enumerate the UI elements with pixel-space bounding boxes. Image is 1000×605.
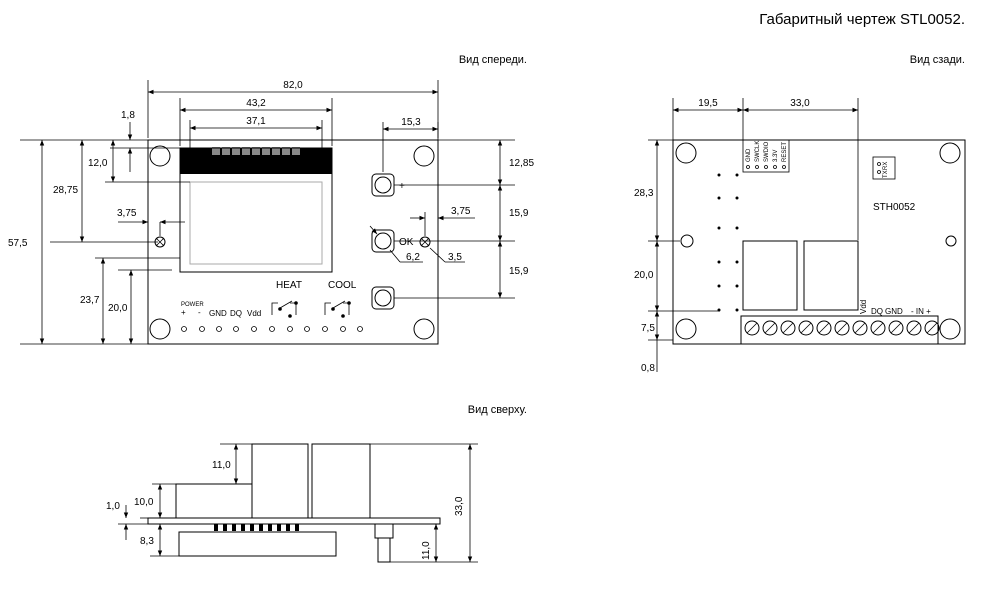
dim-3-75-left: 3,75 — [117, 208, 137, 219]
relay-1 — [742, 240, 798, 311]
top-dim-1-0: 1,0 — [106, 501, 120, 512]
terminal-block — [740, 315, 939, 345]
dim-12-85: 12,85 — [509, 158, 534, 169]
front-dimension-labels: 82,0 43,2 37,1 15,3 1,8 12,0 28,75 3,75 … — [8, 80, 534, 314]
swd-3v3: 3.3V — [773, 150, 779, 162]
top-display-body — [175, 483, 253, 519]
top-dimensions — [118, 443, 478, 563]
led-right — [419, 236, 431, 248]
top-button-base — [374, 523, 394, 539]
relay-2 — [803, 240, 859, 311]
dim-6-2: 6,2 — [406, 252, 420, 263]
back-hole-bl — [675, 318, 697, 340]
mount-hole-tl — [149, 145, 171, 167]
swd-swdio: SWDIO — [764, 141, 770, 162]
top-dim-33-0: 33,0 — [454, 496, 465, 516]
back-dim-19-5: 19,5 — [698, 98, 718, 109]
uart-tx: TX — [883, 170, 889, 178]
top-view: 11,0 10,0 1,0 8,3 33,0 11,0 — [106, 443, 478, 563]
back-dim-0-8: 0,8 — [641, 363, 655, 374]
cool-relay-symbol — [324, 300, 351, 318]
back-view: GND SWCLK SWDIO 3.3V RESET RX TX STH0052 — [634, 98, 966, 374]
swd-swclk: SWCLK — [755, 141, 761, 162]
top-relay-1 — [251, 443, 309, 519]
back-dim-20-0: 20,0 — [634, 270, 654, 281]
top-dim-8-3: 8,3 — [140, 536, 154, 547]
heat-relay-symbol — [271, 300, 298, 318]
back-hole-br — [939, 318, 961, 340]
view-back-heading: Вид сзади. — [910, 54, 965, 66]
vias — [717, 173, 739, 312]
dim-1-8: 1,8 — [121, 110, 135, 121]
dim-15-3: 15,3 — [401, 117, 421, 128]
dim-28-75: 28,75 — [53, 185, 78, 196]
top-button-cap — [377, 537, 391, 563]
swd-gnd: GND — [746, 148, 752, 162]
term-vdd: Vdd — [859, 300, 868, 314]
button-ok-label: OK — [399, 237, 414, 248]
top-display-module — [178, 531, 337, 557]
top-pins — [214, 524, 299, 531]
top-relay-2 — [311, 443, 371, 519]
power-plus: + — [181, 308, 186, 317]
back-hole-tl — [675, 142, 697, 164]
back-led-hole-right — [945, 235, 957, 247]
dq-label: DQ — [230, 309, 242, 318]
dim-43-2: 43,2 — [246, 98, 266, 109]
dim-3-5: 3,5 — [448, 252, 462, 263]
drawing-title: Габаритный чертеж STL0052. — [759, 11, 965, 28]
power-label: POWER — [181, 302, 204, 308]
top-dim-10-0: 10,0 — [134, 497, 154, 508]
view-front-heading: Вид спереди. — [459, 54, 527, 66]
back-led-hole — [680, 234, 694, 248]
term-dq: DQ — [871, 307, 883, 316]
dim-57-5: 57,5 — [8, 238, 28, 249]
top-dim-11-0: 11,0 — [212, 460, 231, 471]
swd-pins — [746, 165, 786, 169]
dim-3-75-right: 3,75 — [451, 206, 471, 217]
back-hole-tr — [939, 142, 961, 164]
back-dim-33-0: 33,0 — [790, 98, 810, 109]
dim-12-0: 12,0 — [88, 158, 108, 169]
dim-20-0: 20,0 — [108, 303, 128, 314]
dim-15-9-b: 15,9 — [509, 266, 529, 277]
cool-label: COOL — [328, 280, 357, 291]
top-pcb — [147, 517, 441, 525]
display-window — [189, 181, 323, 265]
heat-label: HEAT — [276, 280, 302, 291]
back-dim-7-5: 7,5 — [641, 323, 655, 334]
term-gnd: GND — [885, 307, 903, 316]
mount-hole-bl — [149, 318, 171, 340]
mount-hole-br — [413, 318, 435, 340]
dim-82: 82,0 — [283, 80, 303, 91]
front-dimensions — [20, 80, 515, 345]
dim-15-9-a: 15,9 — [509, 208, 529, 219]
dim-23-7: 23,7 — [80, 295, 100, 306]
uart-header — [872, 156, 896, 180]
swd-reset: RESET — [782, 142, 788, 162]
uart-rx: RX — [883, 162, 889, 170]
view-top-heading: Вид сверху. — [468, 404, 527, 416]
swd-header — [742, 139, 790, 173]
dim-37-1: 37,1 — [246, 116, 266, 127]
power-minus: - — [198, 308, 201, 317]
display-pins — [212, 147, 300, 155]
top-dim-11-0-b: 11,0 — [421, 541, 432, 560]
button-plus-label: + — [399, 181, 405, 192]
terminal-pads — [181, 326, 363, 332]
back-dim-28-3: 28,3 — [634, 188, 654, 199]
mount-hole-tr — [413, 145, 435, 167]
terminal-screws — [744, 320, 940, 336]
front-view: + OK POWER + - GND DQ Vdd HEAT COOL — [8, 80, 534, 345]
gnd-label: GND — [209, 309, 227, 318]
back-dimensions — [648, 98, 859, 372]
display-outline — [179, 147, 333, 273]
term-in: - IN + — [911, 307, 931, 316]
vdd-label: Vdd — [247, 309, 261, 318]
model-label: STH0052 — [873, 202, 916, 213]
